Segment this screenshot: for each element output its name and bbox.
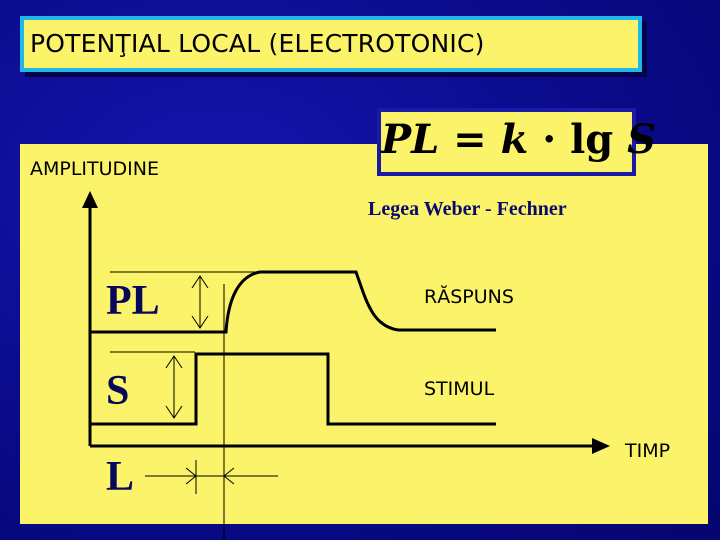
- law-name: Legea Weber - Fechner: [368, 198, 567, 220]
- pl-dimension-label: PL: [106, 278, 160, 324]
- response-label: RĂSPUNS: [424, 286, 514, 308]
- formula: PL = k · lg S: [381, 116, 656, 163]
- s-dimension-arrow: [165, 355, 183, 419]
- formula-var: S: [627, 116, 657, 163]
- x-axis-arrowhead: [592, 438, 610, 454]
- y-axis-arrowhead: [82, 191, 98, 208]
- stimulus-label: STIMUL: [424, 378, 495, 400]
- formula-dot: ·: [528, 116, 571, 163]
- axes: [88, 198, 600, 448]
- pl-dimension-arrow: [191, 275, 209, 329]
- formula-lhs: PL: [381, 116, 440, 163]
- slide-title: POTENŢIAL LOCAL (ELECTROTONIC): [30, 29, 485, 58]
- stimulus-curve: [90, 352, 496, 426]
- l-dimension-label: L: [106, 454, 135, 500]
- dimension-arrows: [165, 275, 240, 494]
- response-curve: [90, 270, 496, 334]
- formula-k: k: [500, 116, 529, 163]
- y-axis-label: AMPLITUDINE: [30, 158, 160, 180]
- formula-box: PL = k · lg S: [377, 108, 656, 176]
- diagram-panel: [20, 144, 708, 524]
- s-dimension-label: S: [106, 368, 130, 414]
- reference-lines: [110, 271, 278, 540]
- formula-fn: lg: [570, 116, 628, 163]
- x-axis-label: TIMP: [625, 440, 671, 462]
- title-box: POTENŢIAL LOCAL (ELECTROTONIC): [20, 16, 642, 72]
- formula-equals: =: [439, 116, 501, 163]
- l-dimension-arrows: [180, 460, 240, 494]
